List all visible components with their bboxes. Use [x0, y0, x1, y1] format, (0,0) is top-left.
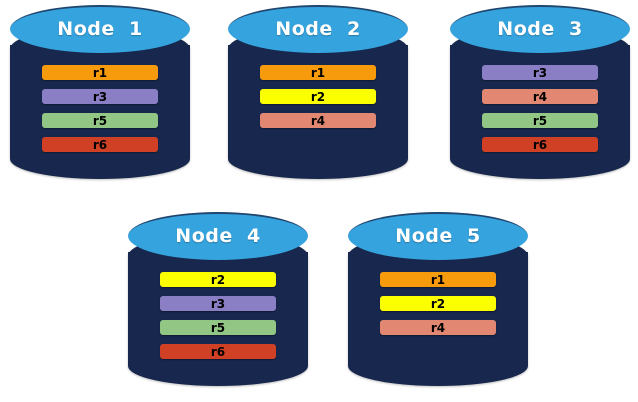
node-label: Node 2 [275, 18, 361, 40]
replica-list: r3 r4 r5 r6 [482, 65, 598, 161]
cylinder-top-ellipse [348, 212, 528, 260]
replica-bar-r5[interactable]: r5 [160, 320, 276, 335]
replica-bar-r6[interactable]: r6 [42, 137, 158, 152]
replica-list: r1 r3 r5 r6 [42, 65, 158, 161]
replica-list: r1 r2 r4 [260, 65, 376, 137]
database-node-5[interactable]: Node 5 r1 r2 r4 [348, 212, 528, 394]
node-label: Node 4 [175, 225, 261, 247]
database-node-2[interactable]: Node 2 r1 r2 r4 [228, 5, 408, 187]
replica-bar-r5[interactable]: r5 [482, 113, 598, 128]
replica-bar-r2[interactable]: r2 [380, 296, 496, 311]
cylinder-top-ellipse [228, 5, 408, 53]
replica-list: r2 r3 r5 r6 [160, 272, 276, 368]
replica-bar-r1[interactable]: r1 [260, 65, 376, 80]
cylinder-top-ellipse [128, 212, 308, 260]
cylinder-top-ellipse [450, 5, 630, 53]
cylinder-top-ellipse [10, 5, 190, 53]
node-label: Node 5 [395, 225, 481, 247]
replica-bar-r6[interactable]: r6 [482, 137, 598, 152]
replica-bar-r4[interactable]: r4 [260, 113, 376, 128]
replica-bar-r5[interactable]: r5 [42, 113, 158, 128]
replica-bar-r3[interactable]: r3 [160, 296, 276, 311]
replica-bar-r2[interactable]: r2 [260, 89, 376, 104]
replica-bar-r2[interactable]: r2 [160, 272, 276, 287]
database-node-4[interactable]: Node 4 r2 r3 r5 r6 [128, 212, 308, 394]
node-label: Node 1 [57, 18, 143, 40]
database-node-3[interactable]: Node 3 r3 r4 r5 r6 [450, 5, 630, 187]
replica-bar-r6[interactable]: r6 [160, 344, 276, 359]
node-label: Node 3 [497, 18, 583, 40]
replica-bar-r1[interactable]: r1 [380, 272, 496, 287]
database-node-1[interactable]: Node 1 r1 r3 r5 r6 [10, 5, 190, 187]
replica-list: r1 r2 r4 [380, 272, 496, 344]
replica-bar-r3[interactable]: r3 [42, 89, 158, 104]
replica-bar-r1[interactable]: r1 [42, 65, 158, 80]
replica-bar-r4[interactable]: r4 [380, 320, 496, 335]
replica-bar-r4[interactable]: r4 [482, 89, 598, 104]
replica-bar-r3[interactable]: r3 [482, 65, 598, 80]
